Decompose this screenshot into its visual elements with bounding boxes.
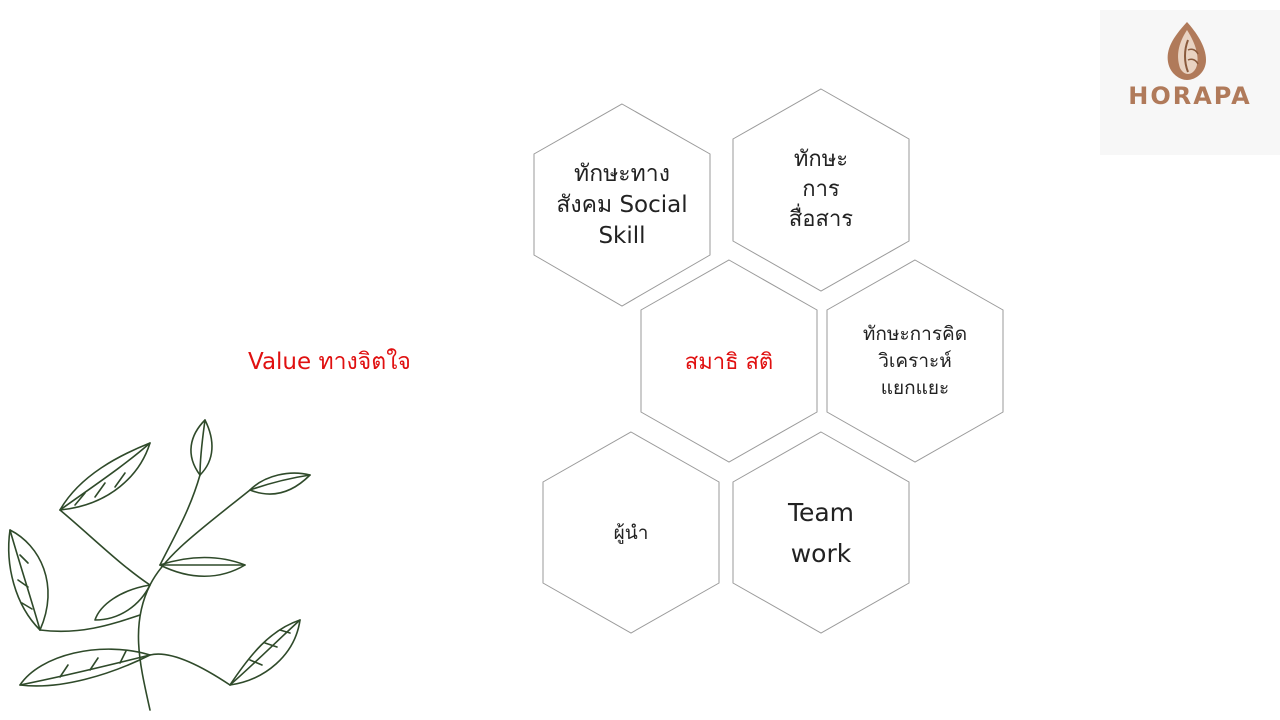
horapa-leaf-icon — [1167, 22, 1206, 80]
hex-label-leader: ผู้นำ — [613, 521, 649, 544]
horapa-logo: HORAPA — [1100, 10, 1280, 155]
hex-label-social: ทักษะทาง สังคม Social Skill — [556, 160, 688, 249]
brand-name: HORAPA — [1128, 82, 1252, 110]
hexagon-analytical — [826, 259, 1004, 463]
hexagon-social — [533, 103, 711, 307]
value-label: Value ทางจิตใจ — [248, 349, 411, 375]
hexagon-mindfulness — [640, 259, 818, 463]
hexagon-communication — [732, 88, 910, 292]
hex-label-mindfulness: สมาธิ สติ — [684, 349, 774, 375]
hexagon-teamwork — [732, 431, 910, 634]
hexagon-leader — [542, 431, 720, 634]
hex-label-teamwork: Team work — [787, 497, 855, 568]
leaf-illustration — [7, 419, 311, 711]
hex-label-analytical: ทักษะการคิด วิเคราะห์ แยกแยะ — [862, 322, 968, 399]
hex-label-communication: ทักษะ การ สื่อสาร — [788, 147, 854, 232]
